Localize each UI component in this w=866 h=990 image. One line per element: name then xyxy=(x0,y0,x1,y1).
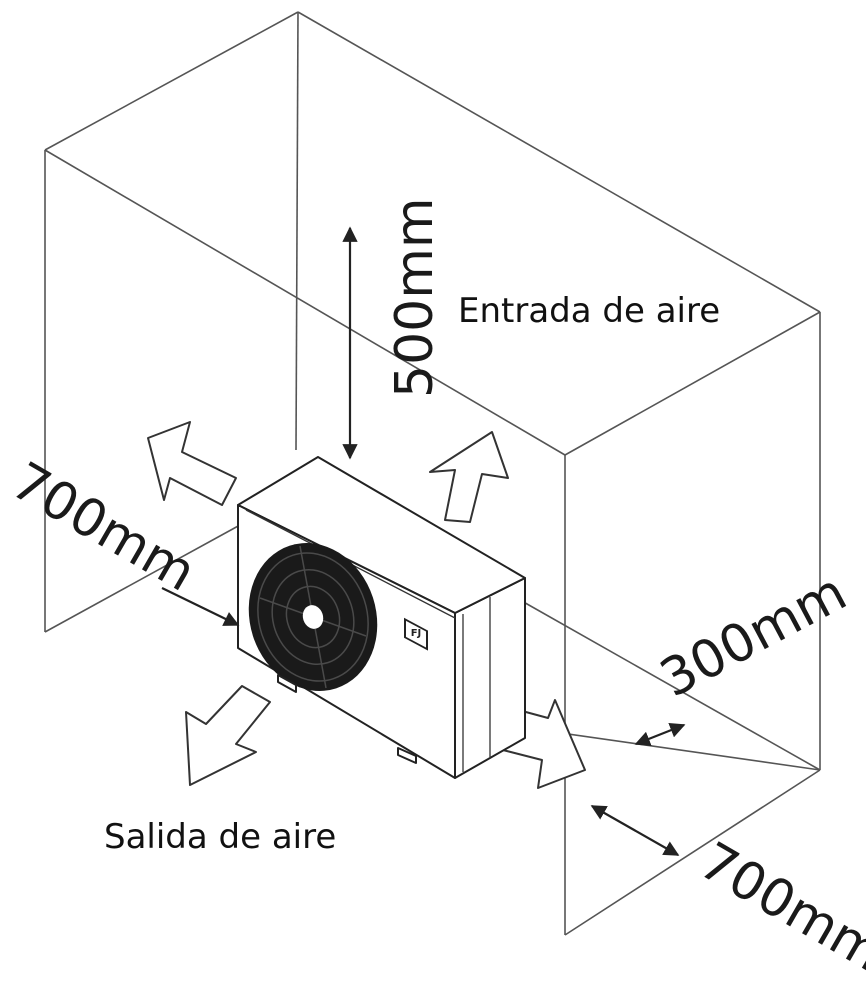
brand-badge: FJ xyxy=(404,617,428,651)
dim-right-label: 300mm xyxy=(651,562,856,709)
brand-badge-text: FJ xyxy=(411,628,422,639)
floor-back-line xyxy=(519,599,821,771)
air-outlet-arrow-icon xyxy=(185,685,271,786)
unit-foot-left xyxy=(277,674,297,693)
dim-left-line xyxy=(161,587,240,626)
air-arrow-top-right-icon xyxy=(429,431,509,523)
dim-right-line xyxy=(634,722,686,747)
dim-top-label: 500mm xyxy=(385,197,445,398)
air-inlet-label: Entrada de aire xyxy=(458,291,720,331)
dim-front-label: 700mm xyxy=(690,831,866,983)
heat-pump-unit: FJ xyxy=(237,456,526,779)
floor-right-edge xyxy=(564,769,821,936)
fan-grille-icon xyxy=(248,543,378,691)
floor-left-edge xyxy=(44,524,241,633)
top-right-edge xyxy=(564,311,821,456)
back-wall-corner-edge xyxy=(295,11,299,451)
dimension-lines xyxy=(161,226,686,856)
unit-foot-right xyxy=(397,747,417,764)
air-outlet-label: Salida de aire xyxy=(104,817,336,857)
air-arrow-left-icon xyxy=(147,421,237,506)
back-wall-top-edge xyxy=(44,11,299,151)
top-front-edge xyxy=(44,149,566,456)
top-back-edge xyxy=(297,11,821,313)
dim-front-line xyxy=(590,805,680,856)
